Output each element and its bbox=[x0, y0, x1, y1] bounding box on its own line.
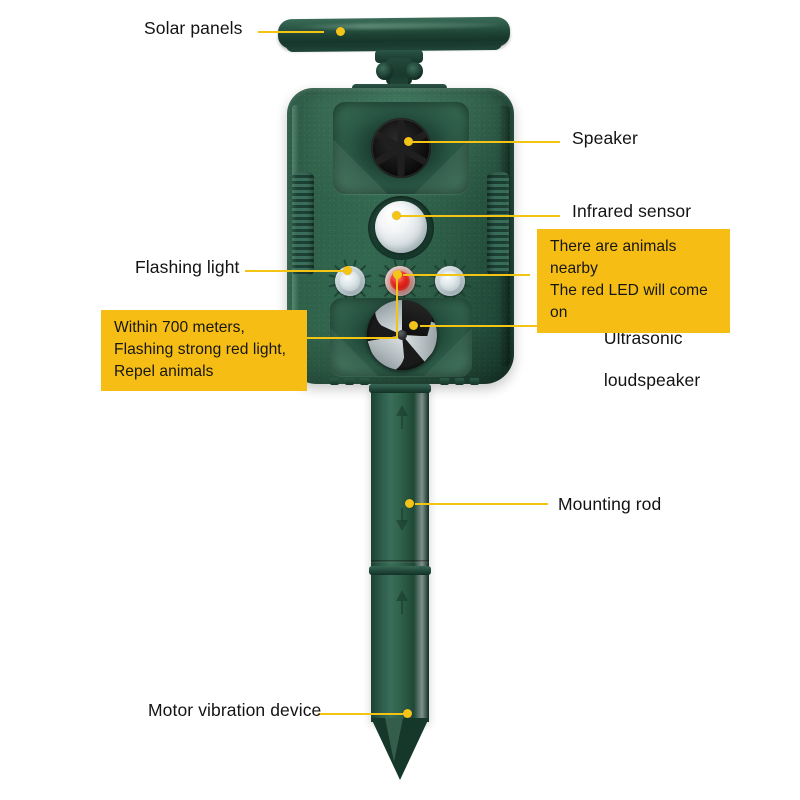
callout-led-notice: There are animals nearby The red LED wil… bbox=[537, 229, 730, 333]
leader-repel-notice-horizontal bbox=[283, 337, 397, 339]
rod-collar-mid bbox=[369, 566, 431, 575]
ground-stake-tip-highlight bbox=[385, 718, 403, 762]
ultrasonic-cone-blade bbox=[368, 335, 409, 370]
leader-led-notice bbox=[403, 274, 530, 276]
mounting-rod bbox=[371, 384, 429, 722]
anchor-dot-solar-panels bbox=[336, 27, 345, 36]
led-lens-right bbox=[440, 271, 460, 291]
label-ultrasonic-line2: loudspeaker bbox=[603, 370, 701, 390]
speaker-grille-spoke bbox=[397, 148, 405, 176]
hinge-knuckle-right bbox=[406, 62, 423, 80]
label-motor-vibration-device: Motor vibration device bbox=[148, 700, 322, 720]
leader-solar-panels bbox=[258, 31, 324, 33]
rod-collar-top bbox=[369, 384, 431, 393]
speaker-grille bbox=[371, 118, 431, 178]
leader-flashing-light bbox=[245, 270, 347, 272]
housing-clip bbox=[330, 378, 339, 385]
label-ultrasonic-line1: Ultrasonic bbox=[603, 328, 683, 348]
leader-motor-vibration bbox=[318, 713, 408, 715]
label-ultrasonic-loudspeaker: Ultrasonic loudspeaker bbox=[584, 307, 700, 412]
ground-stake-tip bbox=[371, 718, 429, 780]
rod-arrow-stem bbox=[400, 416, 403, 429]
leader-infrared-sensor bbox=[400, 215, 560, 217]
anchor-dot-motor-vibration bbox=[403, 709, 412, 718]
rod-arrow-stem bbox=[400, 601, 403, 614]
label-speaker: Speaker bbox=[572, 128, 638, 148]
leader-speaker bbox=[410, 141, 560, 143]
housing-clip bbox=[345, 378, 354, 385]
flashing-led-right bbox=[427, 258, 473, 304]
ultrasonic-cone bbox=[367, 300, 437, 370]
anchor-dot-mounting-rod bbox=[405, 499, 414, 508]
callout-repel-notice: Within 700 meters, Flashing strong red l… bbox=[101, 310, 307, 392]
label-flashing-light: Flashing light bbox=[135, 257, 240, 277]
rod-joint-seam bbox=[371, 560, 429, 563]
led-lens-left bbox=[340, 271, 360, 291]
ultrasonic-cone-hub bbox=[397, 330, 407, 340]
label-solar-panels: Solar panels bbox=[144, 18, 243, 38]
rod-arrow-up bbox=[396, 405, 408, 416]
side-vent-right bbox=[487, 172, 509, 276]
label-infrared-sensor: Infrared sensor bbox=[572, 201, 692, 221]
housing-clip bbox=[360, 378, 369, 385]
side-vent-left bbox=[292, 172, 314, 276]
anchor-dot-flashing-light bbox=[343, 266, 352, 275]
infrared-sensor-dome bbox=[375, 201, 427, 253]
housing-clip bbox=[440, 378, 449, 385]
housing-clip bbox=[470, 378, 479, 385]
hinge-knuckle-left bbox=[376, 62, 393, 80]
leader-repel-notice-vertical bbox=[396, 274, 398, 338]
leader-ultrasonic bbox=[420, 325, 560, 327]
anchor-dot-ultrasonic bbox=[409, 321, 418, 330]
rod-arrow-stem bbox=[400, 508, 403, 521]
ultrasonic-cone-blade-surface bbox=[368, 335, 409, 370]
anchor-dot-infrared-sensor bbox=[392, 211, 401, 220]
housing-clip bbox=[455, 378, 464, 385]
anchor-dot-speaker bbox=[404, 137, 413, 146]
leader-mounting-rod bbox=[415, 503, 548, 505]
rod-arrow-up bbox=[396, 590, 408, 601]
label-mounting-rod: Mounting rod bbox=[558, 494, 662, 514]
rod-arrow-down bbox=[396, 520, 408, 531]
